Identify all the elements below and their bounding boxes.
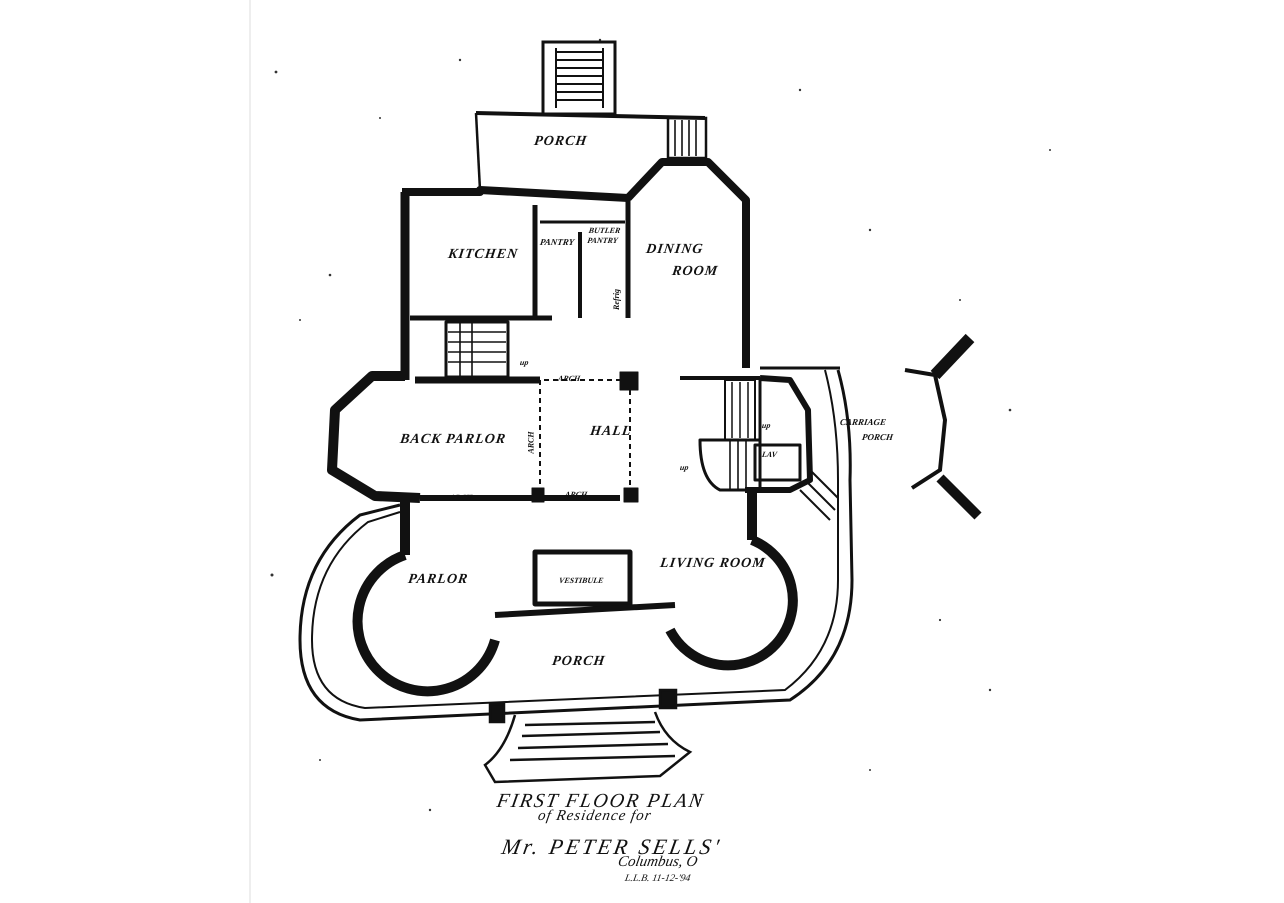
carriage-porch-label-1: CARRIAGE (839, 417, 887, 427)
rear-porch-label: PORCH (533, 134, 589, 149)
up-label-2: up (761, 421, 772, 430)
butler-pantry-label: BUTLER PANTRY (586, 226, 621, 245)
parlor-label: PARLOR (407, 572, 470, 587)
title-line-2: of Residence for (536, 808, 653, 824)
kitchen-label: KITCHEN (447, 247, 520, 262)
dining-room-label-2: ROOM (671, 264, 720, 279)
title-line-4: Columbus, O (616, 854, 699, 870)
rear-porch (474, 111, 708, 191)
refrig-label: Refrig (611, 289, 621, 310)
arch-label-1: ARCH (557, 374, 581, 383)
vestibule-label: VESTIBULE (558, 576, 605, 585)
detached-porch-column (904, 333, 982, 520)
title-line-5: L.L.B. 11-12-'94 (624, 873, 692, 884)
rear-steps (541, 40, 617, 116)
carriage-porch-label-2: PORCH (861, 432, 894, 442)
hall-label: HALL (589, 424, 633, 439)
dining-room-label-1: DINING (645, 242, 705, 257)
back-parlor-label: BACK PARLOR (399, 432, 508, 447)
living-room-label: LIVING ROOM (659, 556, 767, 571)
up-label-3: up (679, 463, 690, 472)
up-label-1: up (519, 358, 530, 367)
lav-label: LAV (761, 450, 778, 459)
paper-speckles (270, 38, 1051, 812)
arch-label-3: ARCH (449, 493, 473, 502)
pantry-label: PANTRY (539, 237, 575, 247)
arch-label-2: ARCH (526, 431, 536, 454)
carriage-porch (298, 366, 854, 722)
front-porch-label: PORCH (551, 654, 607, 669)
arch-label-4: ARCH (564, 490, 588, 499)
front-steps (483, 688, 693, 784)
main-walls (327, 158, 813, 697)
